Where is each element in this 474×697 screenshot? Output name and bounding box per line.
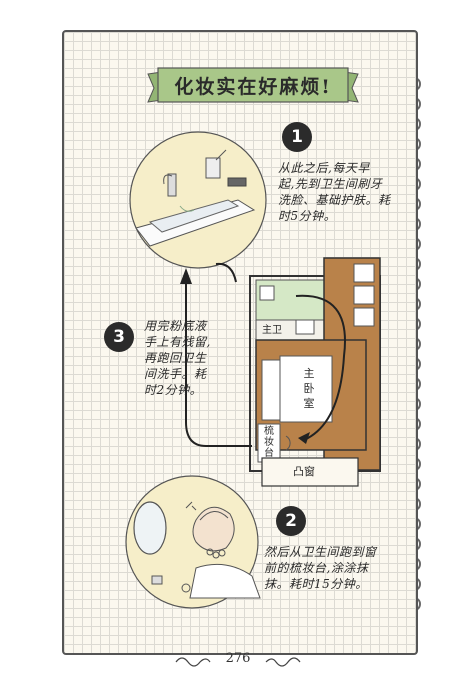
page-number: 276	[225, 651, 251, 666]
sink-vignette	[129, 131, 267, 269]
step-3-line: 用完粉底液	[144, 319, 207, 333]
vanity-vignette	[125, 475, 261, 609]
vanity-label-char: 台	[264, 448, 274, 459]
bedroom-label: 主 卧 室	[302, 366, 316, 411]
step-3-line: 再跑回卫生	[144, 351, 207, 365]
vanity-label: 梳 妆 台	[262, 426, 276, 459]
step-3-line: 手上有残留,	[144, 335, 211, 349]
bedroom-label-char: 卧	[303, 382, 315, 395]
bedroom-label-char: 主	[303, 367, 315, 380]
step-3-note: 用完粉底液 手上有残留, 再跑回卫生 间洗手。耗 时2分钟。	[144, 318, 240, 398]
step-3-badge: 3	[104, 322, 134, 352]
bedroom-label-char: 室	[303, 397, 315, 410]
step-1-note: 从此之后,每天早 起,先到卫生间刷牙 洗脸、基础护肤。耗 时5分钟。	[278, 160, 408, 224]
step-3-line: 时2分钟。	[144, 383, 203, 397]
step-2-line: 抹。耗时15分钟。	[264, 577, 368, 591]
vanity-label-char: 梳	[264, 426, 274, 437]
path-arrows	[180, 262, 346, 447]
title-banner	[147, 67, 359, 103]
bay-window-label: 凸窗	[293, 465, 315, 478]
step-1-line: 洗脸、基础护肤。耗	[278, 193, 391, 207]
step-2-badge: 2	[276, 506, 306, 536]
page-number-ornament	[175, 657, 301, 667]
page-title: 化妆实在好麻烦!	[174, 76, 332, 98]
step-1-line: 从此之后,每天早	[278, 161, 370, 175]
bathroom-label: 主卫	[262, 325, 282, 336]
step-1-line: 时5分钟。	[278, 209, 337, 223]
step-3-line: 间洗手。耗	[144, 367, 207, 381]
vanity-label-char: 妆	[264, 437, 274, 448]
step-1-badge: 1	[282, 122, 312, 152]
step-2-note: 然后从卫生间跑到窗 前的梳妆台,涂涂抹 抹。耗时15分钟。	[264, 544, 404, 592]
step-2-line: 然后从卫生间跑到窗	[264, 545, 377, 559]
step-2-line: 前的梳妆台,涂涂抹	[264, 561, 369, 575]
step-1-line: 起,先到卫生间刷牙	[278, 177, 383, 191]
floor-plan	[249, 257, 381, 487]
